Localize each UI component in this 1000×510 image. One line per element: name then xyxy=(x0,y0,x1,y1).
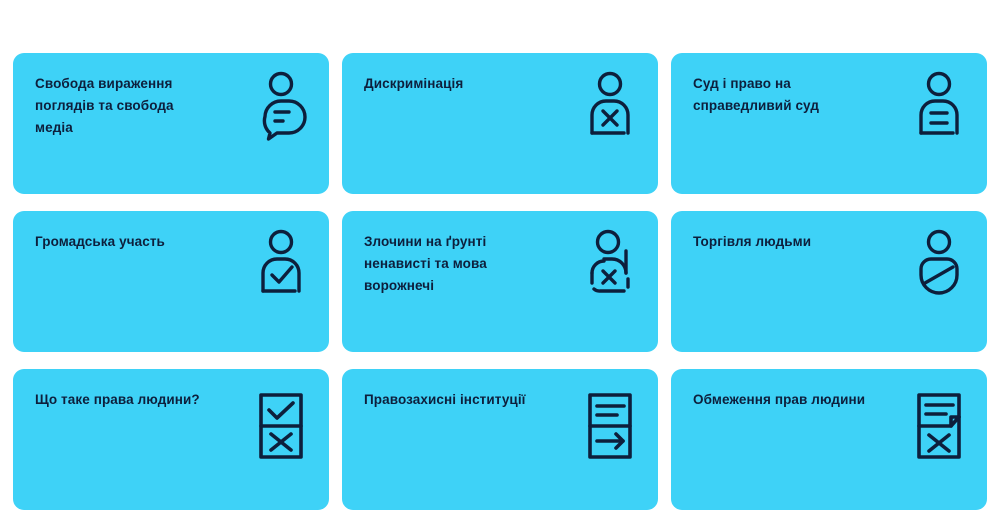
person-check-icon xyxy=(255,229,307,299)
card-title: Обмеження прав людини xyxy=(693,392,866,407)
card-title: Злочини на ґрунті ненависті та мова воро… xyxy=(364,234,487,293)
person-speech-bubble-icon xyxy=(255,71,307,141)
card-title: Свобода вираження поглядів та свобода ме… xyxy=(35,76,174,135)
topic-card-court-fair-trial[interactable]: Суд і право на справедливий суд xyxy=(671,53,987,194)
person-equals-icon xyxy=(913,71,965,141)
topic-card-grid: Свобода вираження поглядів та свобода ме… xyxy=(13,53,987,510)
person-broken-x-icon xyxy=(584,229,636,299)
document-x-icon xyxy=(915,389,963,461)
topic-card-human-trafficking[interactable]: Торгівля людьми xyxy=(671,211,987,352)
card-title: Правозахисні інституції xyxy=(364,392,526,407)
card-title: Громадська участь xyxy=(35,234,165,249)
topic-card-public-participation[interactable]: Громадська участь xyxy=(13,211,329,352)
card-title: Суд і право на справедливий суд xyxy=(693,76,819,113)
lines-arrow-box-icon xyxy=(586,389,634,461)
topic-card-what-are-human-rights[interactable]: Що таке права людини? xyxy=(13,369,329,510)
card-title: Що таке права людини? xyxy=(35,392,200,407)
topic-card-human-rights-institutions[interactable]: Правозахисні інституції xyxy=(342,369,658,510)
topic-card-limitations-of-human-rights[interactable]: Обмеження прав людини xyxy=(671,369,987,510)
topic-card-freedom-of-expression[interactable]: Свобода вираження поглядів та свобода ме… xyxy=(13,53,329,194)
person-slash-icon xyxy=(913,229,965,299)
card-title: Торгівля людьми xyxy=(693,234,812,249)
card-title: Дискримінація xyxy=(364,76,464,91)
person-x-icon xyxy=(584,71,636,141)
topic-card-hate-crimes[interactable]: Злочини на ґрунті ненависті та мова воро… xyxy=(342,211,658,352)
topic-card-discrimination[interactable]: Дискримінація xyxy=(342,53,658,194)
check-x-box-icon xyxy=(257,389,305,461)
